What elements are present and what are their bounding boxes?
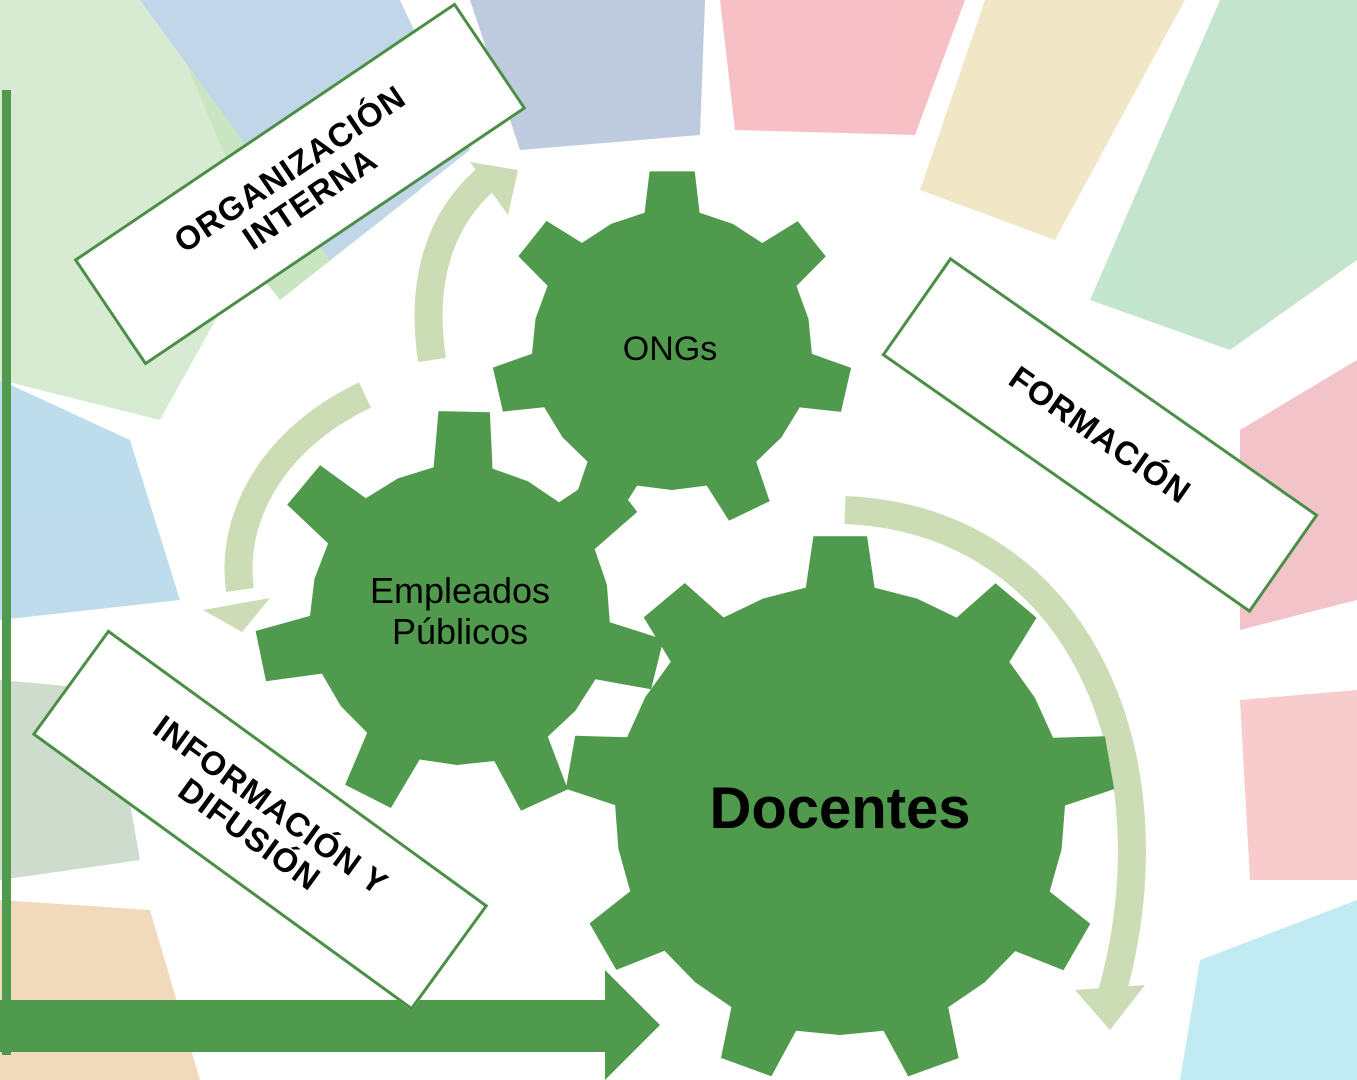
arrowhead-informacion xyxy=(203,598,270,632)
gear-ongs-label: ONGs xyxy=(622,330,718,368)
bg-segment xyxy=(1240,690,1357,880)
bg-segment xyxy=(1090,0,1357,350)
bg-segment xyxy=(0,900,200,1080)
curved-arrow-organizacion xyxy=(414,169,495,363)
bottom-arrow xyxy=(0,970,660,1080)
curved-arrow-formacion xyxy=(844,496,1146,1004)
left-bracket-line xyxy=(2,90,11,1055)
gear-empleados-label: Empleados Públicos xyxy=(369,570,551,653)
arrowhead-organizacion xyxy=(470,162,518,215)
bg-segment xyxy=(920,0,1185,240)
bg-segment xyxy=(0,380,180,620)
bg-segment xyxy=(1180,900,1357,1080)
gear-ongs-shape xyxy=(492,171,852,521)
bg-segment xyxy=(720,0,965,135)
curved-arrow-informacion xyxy=(224,382,372,592)
gear-docentes-label: Docentes xyxy=(709,776,971,841)
bg-segment xyxy=(470,0,705,150)
gear-empleados-shape xyxy=(255,411,664,811)
arrowhead-formacion xyxy=(1075,985,1145,1030)
gear-docentes-shape xyxy=(565,536,1115,1077)
